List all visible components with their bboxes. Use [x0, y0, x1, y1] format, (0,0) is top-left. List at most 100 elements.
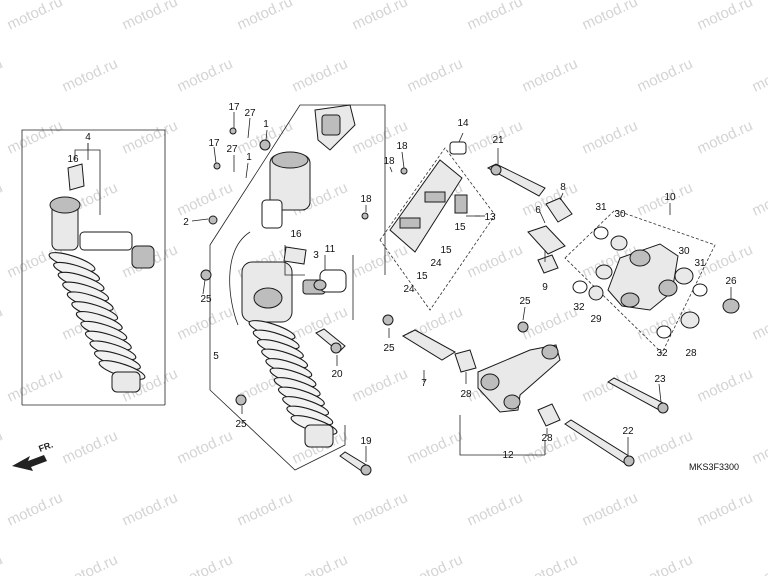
watermark-text: motod.ru: [465, 241, 526, 281]
sub-tank-bracket-illustration: [379, 141, 496, 311]
watermark-text: motod.ru: [60, 55, 121, 95]
callout-4: 4: [85, 132, 91, 143]
callout-12: 12: [502, 450, 514, 461]
callout-15: 15: [440, 245, 452, 256]
watermark-text: motod.ru: [235, 0, 296, 34]
watermark-text: motod.ru: [60, 427, 121, 467]
watermark-text: motod.ru: [695, 365, 756, 405]
watermark-text: motod.ru: [750, 179, 768, 219]
callout-28: 28: [685, 348, 697, 359]
callout-19: 19: [360, 436, 372, 447]
callout-25: 25: [200, 294, 212, 305]
watermark-text: motod.ru: [405, 551, 466, 576]
watermark-text: motod.ru: [120, 0, 181, 34]
watermark-text: motod.ru: [290, 55, 351, 95]
watermark-text: motod.ru: [695, 117, 756, 157]
fastener-hardware-illustration: [200, 127, 669, 476]
callout-6: 6: [535, 205, 541, 216]
callout-7: 7: [421, 378, 427, 389]
watermark-text: motod.ru: [695, 489, 756, 529]
watermark-text: motod.ru: [5, 365, 66, 405]
watermark-text: motod.ru: [405, 55, 466, 95]
callout-26: 26: [725, 276, 737, 287]
watermark-text: motod.ru: [0, 551, 5, 576]
callout-labels: 1 1 2 3 4 5 6 7 8 9 10 11 12 13 14 15 15…: [67, 102, 737, 461]
callout-2: 2: [183, 217, 189, 228]
watermark-text: motod.ru: [5, 489, 66, 529]
shock-reservoir-illustration: [209, 104, 386, 471]
callout-32: 32: [573, 302, 585, 313]
watermark-text: motod.ru: [520, 551, 581, 576]
callout-27: 27: [244, 108, 256, 119]
callout-17: 17: [228, 102, 240, 113]
watermark-text: motod.ru: [750, 427, 768, 467]
callout-17: 17: [208, 138, 220, 149]
callout-25: 25: [383, 343, 395, 354]
watermark-text: motod.ru: [5, 0, 66, 34]
callout-30: 30: [614, 209, 626, 220]
callout-31: 31: [694, 258, 706, 269]
watermark-text: motod.ru: [350, 0, 411, 34]
callout-1: 1: [263, 119, 269, 130]
watermark-text: motod.ru: [0, 427, 5, 467]
callout-25: 25: [235, 419, 247, 430]
callout-25: 25: [519, 296, 531, 307]
rear-shock-illustration: [21, 129, 166, 406]
watermark-text: motod.ru: [465, 0, 526, 34]
callout-1: 1: [246, 152, 252, 163]
watermark-text: motod.ru: [175, 551, 236, 576]
watermark-text: motod.ru: [0, 55, 5, 95]
watermark-text: motod.ru: [0, 303, 5, 343]
watermark-text: motod.ru: [350, 365, 411, 405]
front-arrow-label: FR.: [37, 440, 54, 454]
callout-18: 18: [396, 141, 408, 152]
front-direction-marker: FR.: [12, 440, 54, 471]
callout-10: 10: [664, 192, 676, 203]
watermark-text: motod.ru: [175, 303, 236, 343]
callout-30: 30: [678, 246, 690, 257]
callout-29: 29: [590, 314, 602, 325]
watermark-text: motod.ru: [750, 303, 768, 343]
callout-15: 15: [416, 271, 428, 282]
diagram-code: MKS3F3300: [689, 462, 739, 472]
watermark-text: motod.ru: [120, 117, 181, 157]
callout-31: 31: [595, 202, 607, 213]
callout-32: 32: [656, 348, 668, 359]
watermark-text: motod.ru: [465, 489, 526, 529]
watermark-text: motod.ru: [580, 365, 641, 405]
watermark-text: motod.ru: [5, 117, 66, 157]
watermark-text: motod.ru: [60, 551, 121, 576]
watermark-text: motod.ru: [580, 489, 641, 529]
watermark-text: motod.ru: [290, 303, 351, 343]
watermark-text: motod.ru: [350, 489, 411, 529]
callout-28: 28: [460, 389, 472, 400]
cushion-arm-illustration: [564, 209, 740, 354]
watermark-text: motod.ru: [635, 551, 696, 576]
mount-bracket-group: [283, 245, 354, 320]
watermark-text: motod.ru: [235, 489, 296, 529]
callout-3: 3: [313, 250, 319, 261]
bushing-pins-illustration: [401, 163, 668, 465]
leader-lines: [87, 112, 732, 462]
watermark-text: motod.ru: [290, 551, 351, 576]
watermark-text: motod.ru: [635, 427, 696, 467]
watermark-text: motod.ru: [175, 179, 236, 219]
watermark-text: motod.ru: [120, 489, 181, 529]
watermark-text: motod.ru: [0, 179, 5, 219]
watermark-text: motod.ru: [520, 303, 581, 343]
watermark-text: motod.ru: [580, 0, 641, 34]
watermark-text: motod.ru: [750, 551, 768, 576]
callout-13: 13: [484, 212, 496, 223]
watermark-text: motod.ru: [175, 55, 236, 95]
watermark-text: motod.ru: [520, 55, 581, 95]
callout-18: 18: [383, 156, 395, 167]
callout-20: 20: [331, 369, 343, 380]
callout-18: 18: [360, 194, 372, 205]
callout-21: 21: [492, 135, 504, 146]
callout-28: 28: [541, 433, 553, 444]
callout-11: 11: [325, 244, 336, 255]
callout-24: 24: [430, 258, 442, 269]
callout-15: 15: [454, 222, 466, 233]
watermark-text: motod.ru: [750, 55, 768, 95]
